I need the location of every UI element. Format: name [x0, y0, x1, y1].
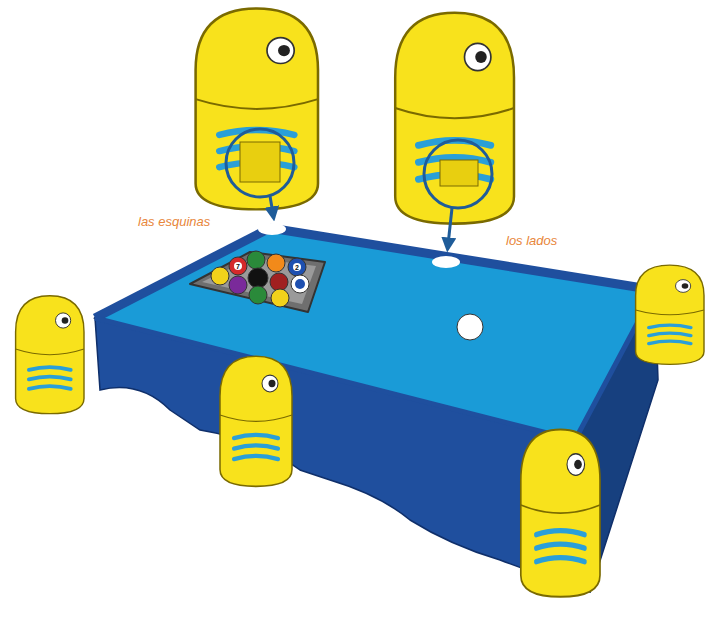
ball-number: 2 — [295, 264, 299, 271]
ball-number: 7 — [236, 263, 240, 270]
part-label: las esquinas — [138, 214, 210, 229]
part-label: los lados — [506, 233, 557, 248]
